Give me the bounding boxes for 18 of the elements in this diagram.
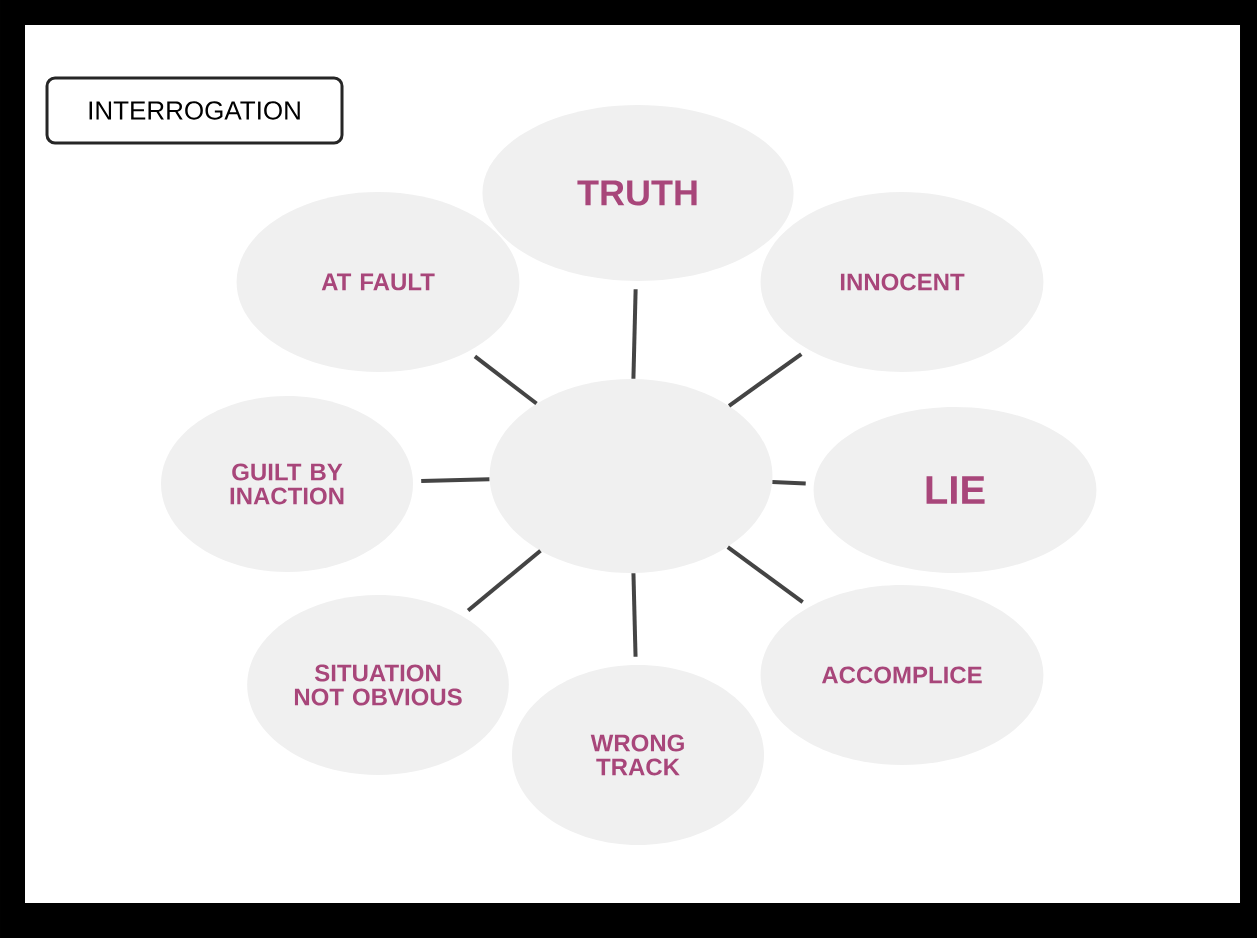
title-box: INTERROGATION — [45, 76, 344, 145]
center-bubble — [489, 379, 773, 573]
bubble: TRUTH — [482, 105, 794, 281]
connector-line — [631, 573, 638, 657]
connector-line — [727, 352, 803, 408]
bubble: WRONG TRACK — [512, 665, 764, 845]
bubble: AT FAULT — [236, 192, 520, 372]
bubble: ACCOMPLICE — [760, 585, 1044, 765]
bubble: GUILT BY INACTION — [161, 396, 413, 572]
bubble: SITUATION NOT OBVIOUS — [247, 595, 509, 775]
connector-line — [726, 545, 804, 604]
connector-line — [421, 477, 490, 483]
bubble: INNOCENT — [760, 192, 1044, 372]
connector-line — [631, 289, 638, 379]
bubble: LIE — [813, 407, 1097, 573]
connector-line — [772, 480, 806, 486]
connector-line — [466, 549, 542, 613]
connector-line — [473, 354, 538, 406]
